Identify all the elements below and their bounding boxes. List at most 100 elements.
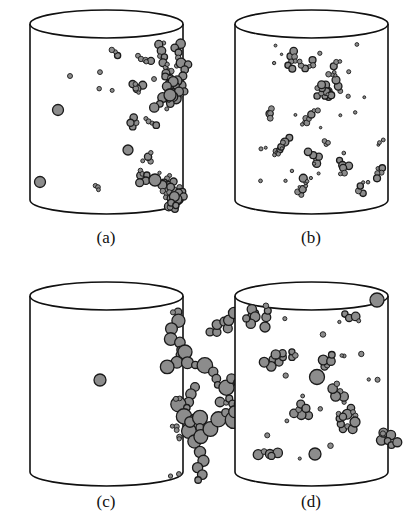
particle xyxy=(318,51,322,55)
particle xyxy=(53,105,64,116)
particle xyxy=(173,396,178,401)
particle xyxy=(302,404,310,412)
particle xyxy=(160,360,174,374)
particle xyxy=(127,119,134,126)
particle xyxy=(309,176,312,179)
particle xyxy=(363,96,366,99)
particle xyxy=(165,107,169,111)
particle xyxy=(326,93,329,96)
particle xyxy=(158,171,161,174)
particle xyxy=(274,44,277,47)
cylinder-top xyxy=(30,10,183,38)
particle xyxy=(353,111,356,114)
particle xyxy=(173,202,179,208)
particle xyxy=(97,86,102,91)
particle xyxy=(310,370,325,385)
cylinder-panel xyxy=(30,282,250,486)
particle xyxy=(298,457,301,460)
cylinder-panel xyxy=(30,10,192,214)
particle xyxy=(340,354,344,358)
particle xyxy=(339,413,346,420)
particle xyxy=(268,452,275,459)
particle xyxy=(152,77,157,82)
particle xyxy=(165,62,169,66)
particle xyxy=(68,74,73,79)
particle xyxy=(263,303,269,309)
particle xyxy=(326,72,331,77)
cylinder-top xyxy=(30,282,183,310)
particle xyxy=(177,437,181,441)
particle xyxy=(334,381,339,386)
particle xyxy=(293,353,299,359)
particle xyxy=(109,47,114,52)
particle xyxy=(320,332,326,338)
particle xyxy=(300,123,304,127)
particle xyxy=(264,146,267,149)
particle xyxy=(319,126,322,129)
particle xyxy=(260,322,270,332)
particle xyxy=(328,443,334,449)
cylinder-body xyxy=(30,296,183,486)
particle xyxy=(301,394,305,398)
particle xyxy=(123,145,133,155)
particle xyxy=(338,172,342,176)
particle xyxy=(317,172,320,175)
particle xyxy=(174,428,179,433)
particle xyxy=(276,152,280,156)
particle xyxy=(149,150,153,154)
particle xyxy=(94,374,106,386)
particle xyxy=(357,319,361,323)
particle xyxy=(318,81,326,89)
particle xyxy=(271,350,280,359)
particle xyxy=(339,114,342,117)
particle xyxy=(170,424,174,428)
particle xyxy=(366,180,370,184)
particle xyxy=(136,179,144,187)
particle xyxy=(285,419,289,423)
particle xyxy=(370,293,384,307)
particle xyxy=(137,91,141,95)
particle xyxy=(153,122,159,128)
particle xyxy=(281,138,289,146)
particle xyxy=(346,94,350,98)
particle xyxy=(143,57,149,63)
particle xyxy=(359,351,364,356)
cylinder-panel xyxy=(235,282,402,486)
particle xyxy=(110,88,114,92)
particle xyxy=(243,315,250,322)
panel-label: (b) xyxy=(301,228,321,248)
particle xyxy=(338,320,341,323)
particle xyxy=(298,186,301,189)
particle xyxy=(141,159,145,163)
particle xyxy=(393,438,402,447)
particle xyxy=(281,140,286,145)
particle xyxy=(149,174,161,186)
particle xyxy=(378,141,382,145)
particle xyxy=(133,82,138,87)
particle xyxy=(315,108,320,113)
particle xyxy=(280,147,283,150)
particle xyxy=(283,373,288,378)
particle xyxy=(326,140,331,145)
particle xyxy=(289,65,296,72)
cylinder-top xyxy=(235,282,388,310)
particle xyxy=(297,59,302,64)
particle xyxy=(144,60,148,64)
particle xyxy=(168,474,172,478)
particle xyxy=(164,89,176,101)
panel-label: (c) xyxy=(97,492,116,512)
particle xyxy=(318,407,322,411)
cylinder-body xyxy=(30,24,183,214)
panel-label: (d) xyxy=(301,492,321,512)
particle xyxy=(347,70,351,74)
particle xyxy=(259,357,269,367)
particle xyxy=(176,472,181,477)
particle xyxy=(267,115,273,121)
particle xyxy=(294,113,297,116)
particle xyxy=(355,43,359,47)
particle xyxy=(342,151,346,155)
particle xyxy=(362,181,365,184)
particle xyxy=(312,162,315,165)
particle xyxy=(367,378,370,381)
